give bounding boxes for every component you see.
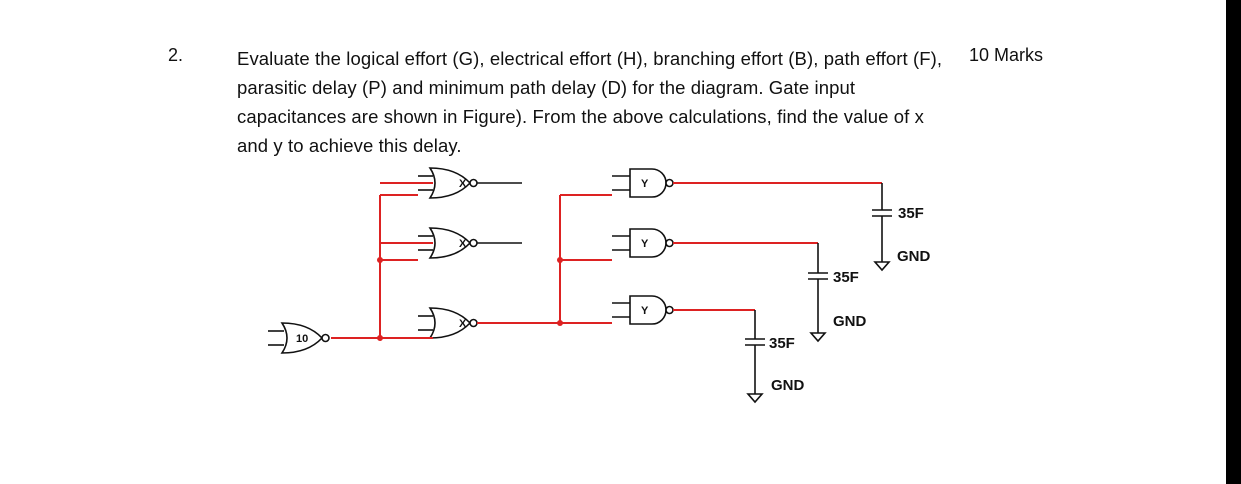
nand-gate-y-bot: Y (612, 295, 755, 325)
cap-label-top: 35F (898, 205, 924, 222)
question-number: 2. (168, 45, 184, 65)
nor-gate-x-bot: X (418, 307, 478, 339)
highlighted-wires (331, 194, 612, 341)
cap-label-mid: 35F (833, 269, 859, 286)
nand-gate-y-bot-label: Y (641, 305, 649, 317)
nand-gate-y-top: Y (612, 168, 882, 198)
nor-gate-x-mid-label: X (459, 238, 467, 250)
cap-label-bot: 35F (769, 335, 795, 352)
load-capacitor-top: 35F GND (872, 183, 931, 271)
nand-gate-y-mid-label: Y (641, 238, 649, 250)
nor-gate-x-top: X (380, 167, 522, 199)
nand-gate-y-top-label: Y (641, 178, 649, 190)
input-gate-label: 10 (296, 333, 308, 345)
input-nor-gate: 10 (268, 322, 330, 354)
nor-gate-x-bot-label: X (459, 318, 467, 330)
load-capacitor-mid: 35F GND (808, 243, 867, 342)
gnd-label-mid: GND (833, 313, 867, 330)
load-capacitor-bot: 35F GND (745, 310, 805, 403)
gnd-label-bot: GND (771, 377, 805, 394)
nor-gate-x-mid: X (380, 227, 522, 259)
marks-label: 10 Marks (969, 45, 1044, 65)
nand-gate-y-mid: Y (612, 228, 818, 258)
question-text: Evaluate the logical effort (G), electri… (237, 48, 943, 156)
nor-gate-x-top-label: X (459, 178, 467, 190)
gnd-label-top: GND (897, 248, 931, 265)
